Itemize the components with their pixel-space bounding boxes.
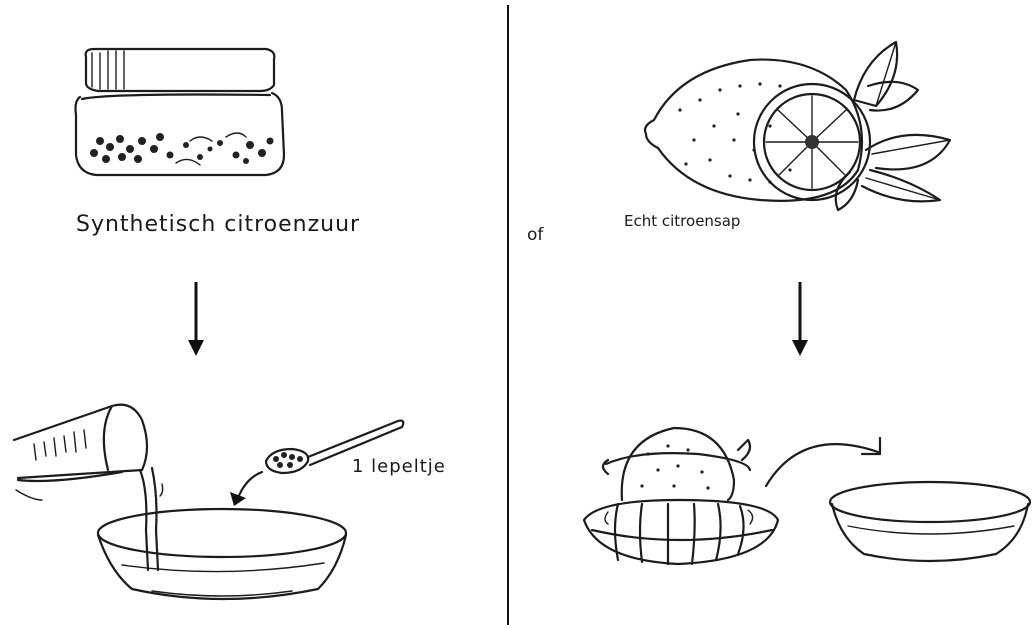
- lemon-with-leaves-icon: [640, 30, 980, 210]
- jar-of-crystals-icon: [70, 45, 290, 185]
- right-panel: of Echt citroensap: [510, 0, 1032, 629]
- spoon-amount-label: 1 lepeltje: [352, 456, 446, 477]
- bowl-icon: [826, 478, 1032, 568]
- down-arrow-icon: [790, 282, 810, 357]
- bowl-icon: [92, 505, 352, 615]
- curved-arrow-icon: [228, 468, 268, 508]
- source-label-real-juice: Echt citroensap: [624, 212, 740, 230]
- left-panel: Synthetisch citroenzuur 1 lepeltje: [0, 0, 508, 629]
- or-label: of: [527, 225, 543, 245]
- down-arrow-icon: [186, 282, 206, 357]
- source-label-synthetic: Synthetisch citroenzuur: [76, 212, 360, 237]
